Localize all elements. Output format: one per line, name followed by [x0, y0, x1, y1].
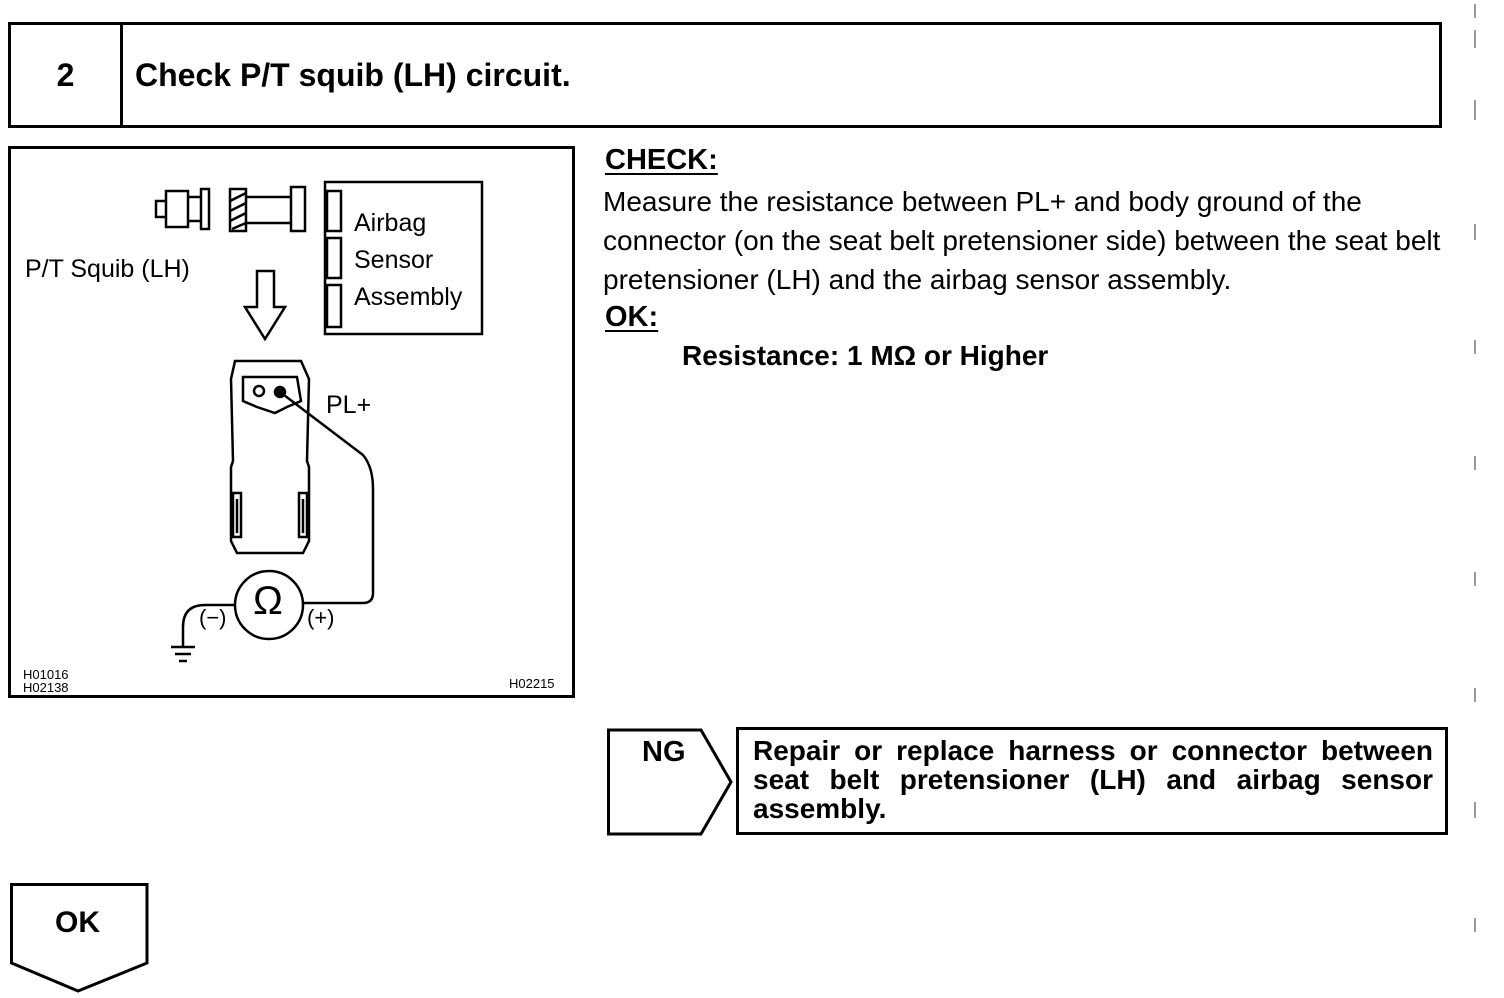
- ng-action-text: Repair or replace harness or connector b…: [753, 735, 1433, 824]
- ok-label: OK: [55, 906, 100, 939]
- margin-speck: [1474, 224, 1476, 240]
- ng-label: NG: [642, 736, 686, 768]
- margin-speck: [1474, 100, 1476, 120]
- sensor-label-line3: Assembly: [354, 283, 463, 311]
- margin-speck: [1474, 918, 1476, 932]
- negative-terminal-label: (−): [199, 605, 227, 630]
- figure-code-left-2: H02138: [23, 680, 69, 695]
- margin-speck: [1474, 688, 1476, 702]
- ohm-symbol: Ω: [253, 579, 283, 623]
- positive-terminal-label: (+): [307, 605, 335, 630]
- resistance-spec: Resistance: 1 MΩ or Higher: [682, 340, 1049, 371]
- squib-label: P/T Squib (LH): [25, 255, 190, 283]
- margin-speck: [1474, 30, 1476, 48]
- step-title: Check P/T squib (LH) circuit.: [135, 56, 571, 93]
- negative-lead-wire: [181, 603, 235, 647]
- step-header: 2 Check P/T squib (LH) circuit.: [8, 22, 1442, 128]
- down-arrow-icon: [242, 269, 288, 342]
- margin-speck: [1474, 456, 1476, 470]
- ok-heading: OK:: [605, 301, 659, 333]
- sensor-label-line1: Airbag: [354, 209, 427, 237]
- circuit-diagram: P/T Squib (LH) Airbag Sensor Assembly PL…: [8, 146, 575, 698]
- margin-speck: [1474, 802, 1476, 818]
- connector-body-icon: [229, 359, 311, 555]
- check-heading: CHECK:: [605, 144, 718, 176]
- margin-speck: [1474, 572, 1476, 586]
- margin-speck: [1474, 4, 1476, 18]
- ng-arrow-icon: [607, 728, 733, 836]
- terminal-label: PL+: [326, 391, 372, 419]
- airbag-sensor-box-icon: [323, 180, 484, 336]
- figure-code-left-1: H01016: [23, 667, 69, 682]
- ng-action-box: Repair or replace harness or connector b…: [736, 727, 1448, 835]
- margin-speck: [1474, 340, 1476, 354]
- figure-code-right: H02215: [509, 676, 555, 691]
- squib-connector-icon: [154, 187, 211, 231]
- ground-symbol-icon: [171, 645, 195, 663]
- ok-arrow-icon: [10, 883, 149, 993]
- check-instruction: Measure the resistance between PL+ and b…: [603, 186, 1441, 295]
- sensor-label-line2: Sensor: [354, 246, 434, 274]
- positive-lead-wire: [279, 391, 375, 605]
- step-number: 2: [11, 25, 123, 125]
- diagram-drawing: [154, 180, 484, 663]
- mating-connector-icon: [228, 185, 307, 233]
